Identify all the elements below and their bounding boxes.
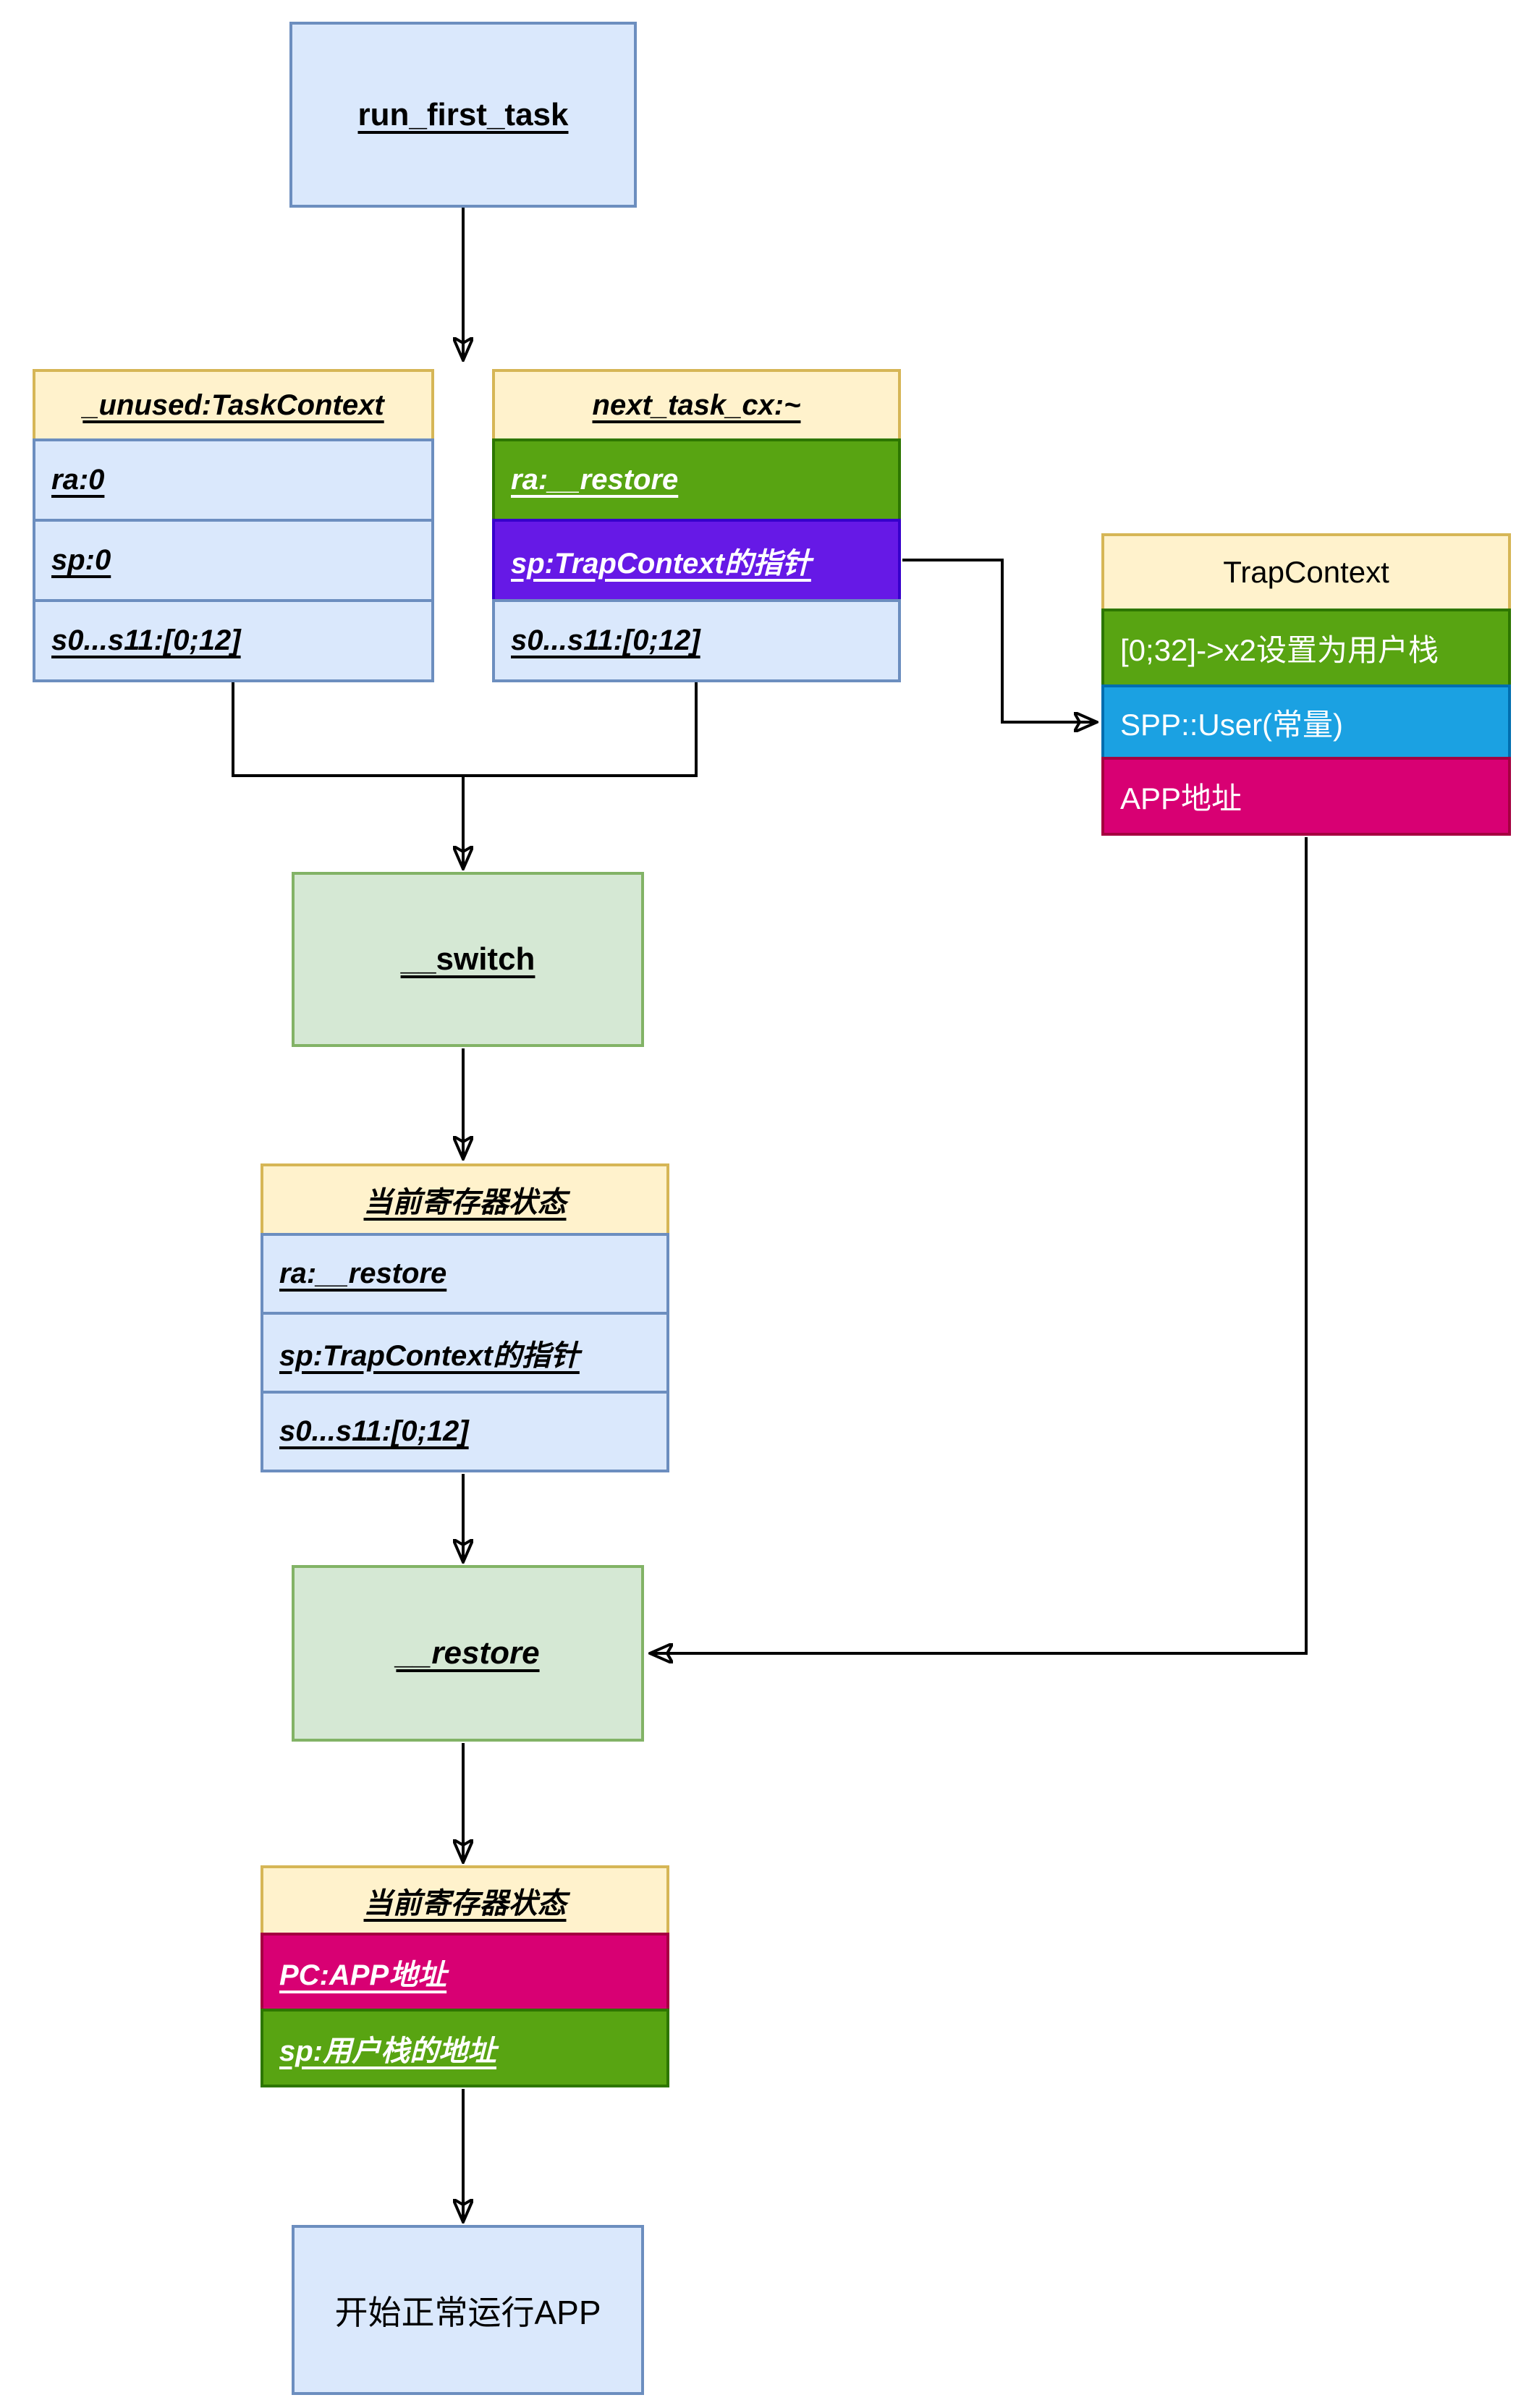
unused-sp-label: sp:0	[51, 544, 111, 576]
node-run-app: 开始正常运行APP	[292, 2225, 644, 2395]
trapcontext-spp-label: SPP::User(常量)	[1120, 707, 1344, 742]
next-task-title: next_task_cx:~	[592, 389, 801, 421]
registers1-ra-label: ra:__restore	[279, 1258, 447, 1289]
row-unused-ra: ra:0	[33, 438, 434, 522]
unused-title: _unused:TaskContext	[82, 389, 384, 421]
row-trapcontext-userstack: [0;32]->x2设置为用户栈	[1101, 609, 1511, 687]
trapcontext-title: TrapContext	[1223, 555, 1389, 589]
row-registers1-sp: sp:TrapContext的指针	[261, 1312, 669, 1394]
edge-trapcontext-to-restore	[651, 837, 1308, 1653]
unused-s0-s11-label: s0...s11:[0;12]	[51, 624, 241, 656]
row-registers1-ra: ra:__restore	[261, 1233, 669, 1315]
registers1-title: 当前寄存器状态	[363, 1187, 567, 1218]
row-unused-s0-s11: s0...s11:[0;12]	[33, 599, 434, 682]
node-restore: __restore	[292, 1565, 644, 1742]
edge-sp-to-trapcontext	[902, 559, 1096, 722]
node-switch: __switch	[292, 872, 644, 1047]
row-trapcontext-app-addr: APP地址	[1101, 757, 1511, 836]
registers2-sp-label: sp:用户栈的地址	[279, 2035, 496, 2067]
node-unused-taskcontext-header: _unused:TaskContext	[33, 369, 434, 441]
run-first-task-label: run_first_task	[357, 96, 569, 132]
next-task-sp-label: sp:TrapContext的指针	[511, 547, 811, 580]
node-registers-after-restore-header: 当前寄存器状态	[261, 1865, 669, 1936]
row-registers1-s0-s11: s0...s11:[0;12]	[261, 1391, 669, 1472]
edge-contexts-merge	[232, 682, 698, 777]
node-registers-after-switch-header: 当前寄存器状态	[261, 1163, 669, 1236]
registers2-pc-label: PC:APP地址	[279, 1959, 447, 1991]
next-task-s0-s11-label: s0...s11:[0;12]	[511, 624, 700, 656]
row-unused-sp: sp:0	[33, 519, 434, 602]
trapcontext-app-addr-label: APP地址	[1120, 781, 1242, 815]
unused-ra-label: ra:0	[51, 464, 105, 496]
trapcontext-userstack-label: [0;32]->x2设置为用户栈	[1120, 633, 1439, 667]
node-trapcontext-header: TrapContext	[1101, 533, 1511, 611]
registers1-sp-label: sp:TrapContext的指针	[279, 1339, 580, 1372]
switch-label: __switch	[400, 941, 535, 977]
registers1-s0-s11-label: s0...s11:[0;12]	[279, 1415, 469, 1447]
row-next-task-ra: ra:__restore	[492, 438, 901, 522]
row-next-task-s0-s11: s0...s11:[0;12]	[492, 599, 901, 682]
node-next-task-cx-header: next_task_cx:~	[492, 369, 901, 441]
row-registers2-pc: PC:APP地址	[261, 1933, 669, 2011]
row-trapcontext-spp: SPP::User(常量)	[1101, 684, 1511, 760]
row-registers2-sp: sp:用户栈的地址	[261, 2009, 669, 2087]
registers2-title: 当前寄存器状态	[363, 1887, 567, 1920]
next-task-ra-label: ra:__restore	[511, 464, 679, 496]
restore-label: __restore	[396, 1635, 540, 1671]
row-next-task-sp: sp:TrapContext的指针	[492, 519, 901, 602]
run-app-label: 开始正常运行APP	[334, 2293, 601, 2331]
node-run-first-task: run_first_task	[289, 22, 637, 208]
